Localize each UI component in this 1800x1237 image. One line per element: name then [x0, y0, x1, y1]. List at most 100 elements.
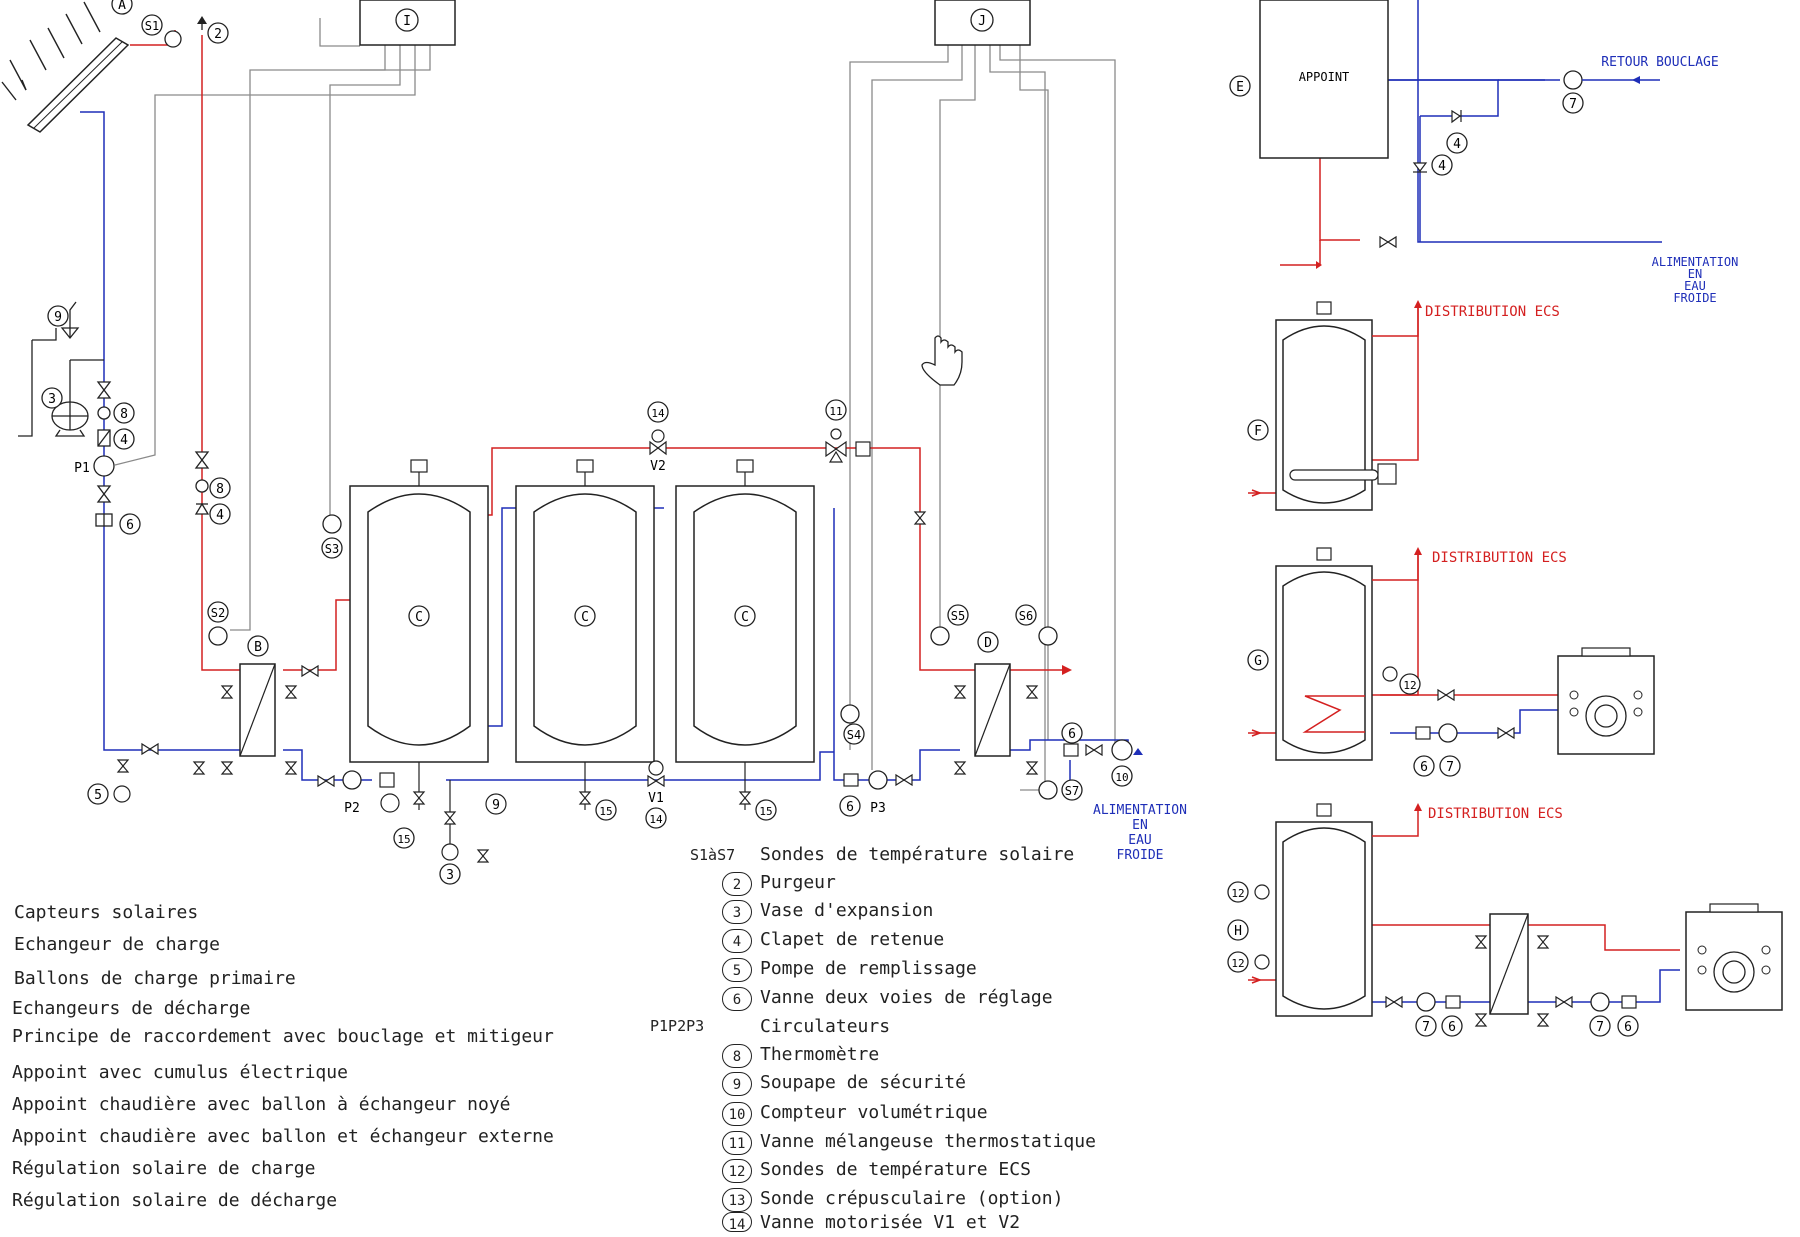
- sensor-s1-probe-icon: [164, 30, 182, 48]
- legend-left-item: Echangeur de charge: [14, 934, 220, 955]
- svg-text:7: 7: [1446, 760, 1454, 775]
- pump-p2-icon: [342, 770, 362, 790]
- mark-d: D: [984, 636, 992, 651]
- svg-text:5: 5: [94, 788, 102, 803]
- signal-wires: [114, 18, 1116, 791]
- mark-a: A: [118, 0, 126, 13]
- legend-num: 9: [722, 1072, 752, 1096]
- svg-text:6: 6: [1068, 727, 1076, 742]
- mark-s2: S2: [211, 606, 225, 620]
- mark-p2: P2: [344, 801, 360, 816]
- alim-top-3: EAU: [1684, 279, 1706, 293]
- legend-left-item: Appoint chaudière avec ballon et échange…: [12, 1126, 554, 1147]
- svg-text:4: 4: [216, 508, 224, 523]
- box-e-label: E: [1236, 80, 1244, 95]
- svg-text:6: 6: [1448, 1020, 1456, 1035]
- legend-num: 14: [722, 1212, 752, 1233]
- controller-j: J: [934, 0, 1031, 46]
- svg-text:7: 7: [1569, 97, 1577, 112]
- svg-text:9: 9: [492, 798, 500, 813]
- mark-v1: V1: [648, 791, 664, 806]
- box-j-label: J: [978, 14, 986, 29]
- distribution-ecs-g: DISTRIBUTION ECS: [1432, 550, 1567, 566]
- legend-left-item: Appoint avec cumulus électrique: [12, 1062, 348, 1083]
- mark-s5: S5: [951, 609, 965, 623]
- appoint-e: APPOINT E: [1229, 0, 1389, 159]
- exchanger-d: D: [974, 631, 1011, 757]
- alim-top-1: ALIMENTATION: [1652, 255, 1739, 269]
- legend-right-item: Thermomètre: [760, 1044, 880, 1065]
- exchanger-b: B: [239, 635, 276, 757]
- hand-cursor-icon: [921, 335, 963, 386]
- distribution-ecs-f: DISTRIBUTION ECS: [1425, 304, 1560, 320]
- legend-left-item: Principe de raccordement avec bouclage e…: [12, 1026, 554, 1047]
- svg-text:15: 15: [397, 833, 410, 846]
- svg-text:15: 15: [759, 805, 772, 818]
- legend-left-item: Ballons de charge primaire: [14, 968, 296, 989]
- svg-text:10: 10: [1115, 771, 1128, 784]
- legend-num: 12: [722, 1159, 752, 1183]
- alim-bottom-1: ALIMENTATION: [1093, 803, 1187, 818]
- svg-text:4: 4: [1438, 159, 1446, 174]
- svg-text:12: 12: [1403, 679, 1416, 692]
- svg-text:3: 3: [446, 868, 454, 883]
- svg-text:12: 12: [1231, 887, 1244, 900]
- legend-left-item: Echangeurs de décharge: [12, 998, 251, 1019]
- svg-text:9: 9: [54, 310, 62, 325]
- alim-bottom-4: FROIDE: [1117, 848, 1164, 863]
- legend-left-item: Régulation solaire de charge: [12, 1158, 316, 1179]
- legend-right-item: Vanne deux voies de réglage: [760, 987, 1053, 1008]
- mark-c1: C: [415, 610, 423, 625]
- alim-top-2: EN: [1688, 267, 1702, 281]
- mark-c3: C: [741, 610, 749, 625]
- mark-s6: S6: [1019, 609, 1033, 623]
- svg-text:7: 7: [1596, 1020, 1604, 1035]
- svg-text:12: 12: [1231, 957, 1244, 970]
- mark-s3: S3: [325, 542, 339, 556]
- legend-right-item: Purgeur: [760, 872, 836, 893]
- tank-f: F: [1247, 301, 1397, 511]
- solar-collector: A: [1, 0, 133, 133]
- legend-prefix: P1P2P3: [650, 1017, 705, 1035]
- mark-f: F: [1254, 424, 1262, 439]
- legend-left-item: Régulation solaire de décharge: [12, 1190, 338, 1211]
- mark-g: G: [1254, 654, 1262, 669]
- legend-num: 2: [722, 872, 752, 896]
- legend-right-item: Sonde crépusculaire (option): [760, 1188, 1064, 1209]
- valves-around-b: [116, 664, 335, 788]
- svg-text:14: 14: [649, 813, 663, 826]
- legend-right-item: Sondes de température solaire: [760, 844, 1075, 865]
- legend-num: 6: [722, 987, 752, 1011]
- boiler-h: [1685, 903, 1783, 1011]
- legend-right-item: Vanne motorisée V1 et V2: [760, 1212, 1021, 1233]
- left-safety-group: [18, 301, 104, 437]
- svg-text:4: 4: [120, 433, 128, 448]
- legend-prefix: S1àS7: [690, 846, 736, 864]
- alim-bottom-3: EAU: [1128, 833, 1151, 848]
- left-column-fittings: [93, 381, 115, 527]
- legend-left-item: Appoint chaudière avec ballon à échangeu…: [12, 1094, 511, 1115]
- mark-p1: P1: [74, 461, 90, 476]
- legend-num: 8: [722, 1044, 752, 1068]
- mark-c2: C: [581, 610, 589, 625]
- exchanger-h: [1489, 913, 1529, 1015]
- red-column-fittings: [194, 451, 210, 515]
- sensor-s1-icon: [141, 14, 163, 36]
- legend-num: 11: [722, 1131, 752, 1155]
- legend-right-item: Vase d'expansion: [760, 900, 934, 921]
- legend-right-item: Clapet de retenue: [760, 929, 945, 950]
- legend-num: 13: [722, 1188, 752, 1212]
- mark-s1: S1: [145, 19, 159, 33]
- mark-p3: P3: [870, 801, 886, 816]
- legend-right-item: Vanne mélangeuse thermostatique: [760, 1131, 1096, 1152]
- distribution-ecs-h: DISTRIBUTION ECS: [1428, 806, 1563, 822]
- legend-left-item: Capteurs solaires: [14, 902, 199, 923]
- drain-valves: [412, 762, 752, 863]
- mark-v2: V2: [650, 459, 666, 474]
- appoint-label: APPOINT: [1299, 70, 1350, 84]
- legend-right-item: Soupape de sécurité: [760, 1072, 966, 1093]
- svg-text:4: 4: [1453, 137, 1461, 152]
- svg-text:2: 2: [214, 27, 222, 42]
- purgeur-2-icon: [207, 22, 229, 44]
- mark-s4: S4: [847, 728, 861, 742]
